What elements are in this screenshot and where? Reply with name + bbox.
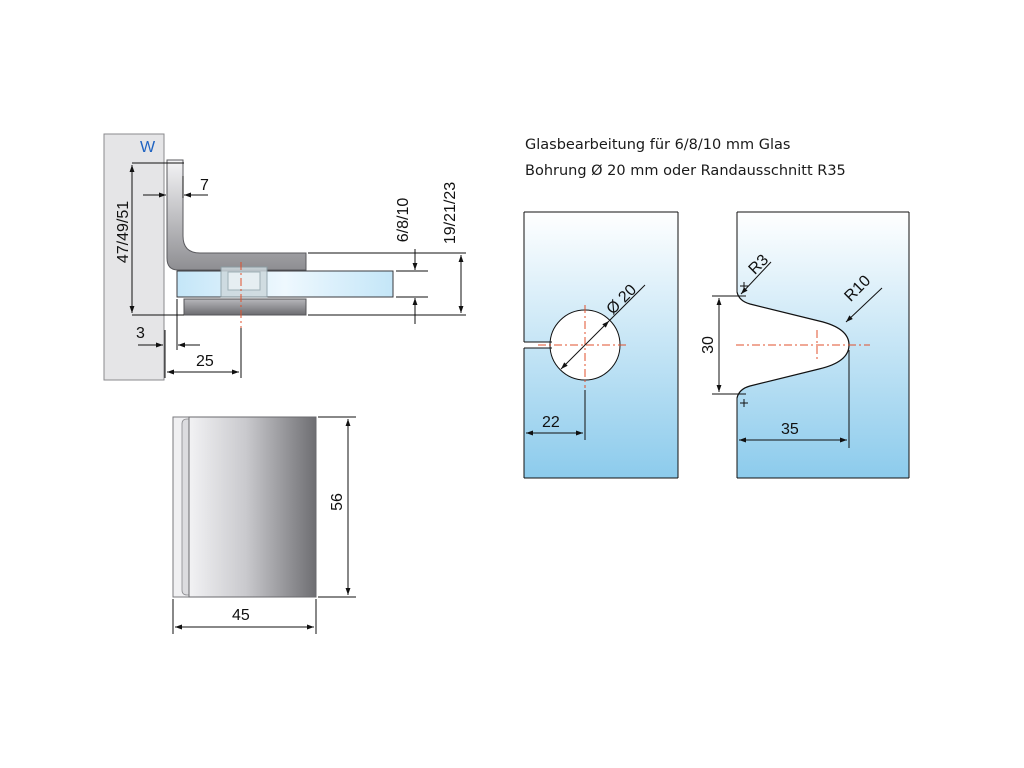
side-section-view: W 47/49/51 7 6/8/10 19/21/23 <box>103 133 466 381</box>
bore-panel: Ø 20 22 <box>520 211 679 479</box>
dim-front-height: 56 <box>329 493 346 511</box>
dim-overall: 19/21/23 <box>442 182 459 244</box>
dim-cutout-width: 30 <box>700 336 717 354</box>
dim-line-diameter <box>560 320 610 370</box>
front-view: 56 45 <box>172 416 356 634</box>
wall-label: W <box>140 139 156 156</box>
dim-front-width: 45 <box>232 607 250 624</box>
dim-edge: 22 <box>542 414 560 431</box>
glass-pane-section <box>176 270 394 298</box>
dim-glass: 6/8/10 <box>395 198 412 243</box>
header-line-1: Glasbearbeitung für 6/8/10 mm Glas <box>525 137 790 153</box>
dim-cutout-depth: 35 <box>781 421 799 438</box>
dim-depth: 25 <box>196 353 214 370</box>
front-view-body <box>188 416 317 598</box>
dim-line-corner-radius <box>740 261 772 295</box>
dim-thickness: 7 <box>200 177 209 194</box>
header-line-2: Bohrung Ø 20 mm oder Randausschnitt R35 <box>525 163 846 179</box>
wall <box>103 133 165 381</box>
clamp-screw-head <box>227 271 261 291</box>
cutout-panel: R3 R10 30 35 <box>700 211 910 479</box>
dim-wall-height: 47/49/51 <box>115 201 132 263</box>
bracket-lower-plate <box>183 298 307 316</box>
bracket-upper <box>166 159 307 271</box>
dim-gap: 3 <box>136 325 145 342</box>
dim-line-radius <box>845 287 883 323</box>
